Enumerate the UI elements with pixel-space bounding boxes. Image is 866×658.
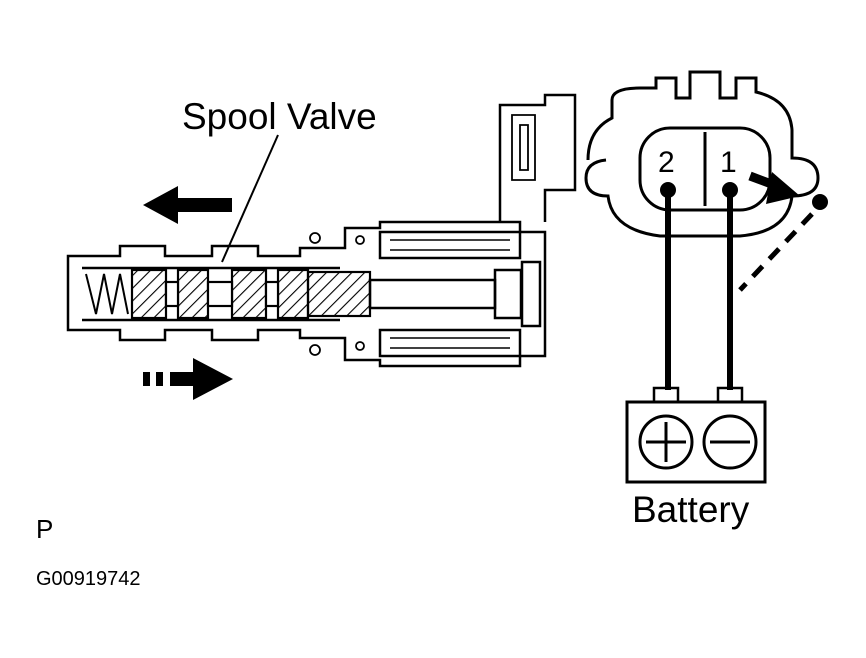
- solenoid-connector: [584, 70, 820, 238]
- solid-flow-arrow: [143, 186, 232, 224]
- battery-label: Battery: [632, 489, 750, 530]
- battery: [625, 386, 767, 484]
- spool-valve-label: Spool Valve: [182, 96, 377, 137]
- view-letter-label: P: [36, 514, 53, 544]
- spool-valve-leader-line: [221, 134, 279, 263]
- minus-symbol: [702, 414, 758, 470]
- plus-symbol: [638, 414, 694, 470]
- terminal-1-pin: [722, 182, 738, 198]
- disconnected-lead-dashed: [738, 212, 814, 292]
- dashed-flow-arrow: [143, 358, 233, 400]
- disconnect-arrow: [748, 171, 800, 204]
- figure-id-label: G00919742: [36, 568, 141, 590]
- terminal-1-label: 1: [720, 146, 737, 179]
- disconnected-lead-end: [812, 194, 828, 210]
- terminal-2-label: 2: [658, 146, 675, 179]
- terminal-2-pin: [660, 182, 676, 198]
- spool-lands: [130, 268, 372, 320]
